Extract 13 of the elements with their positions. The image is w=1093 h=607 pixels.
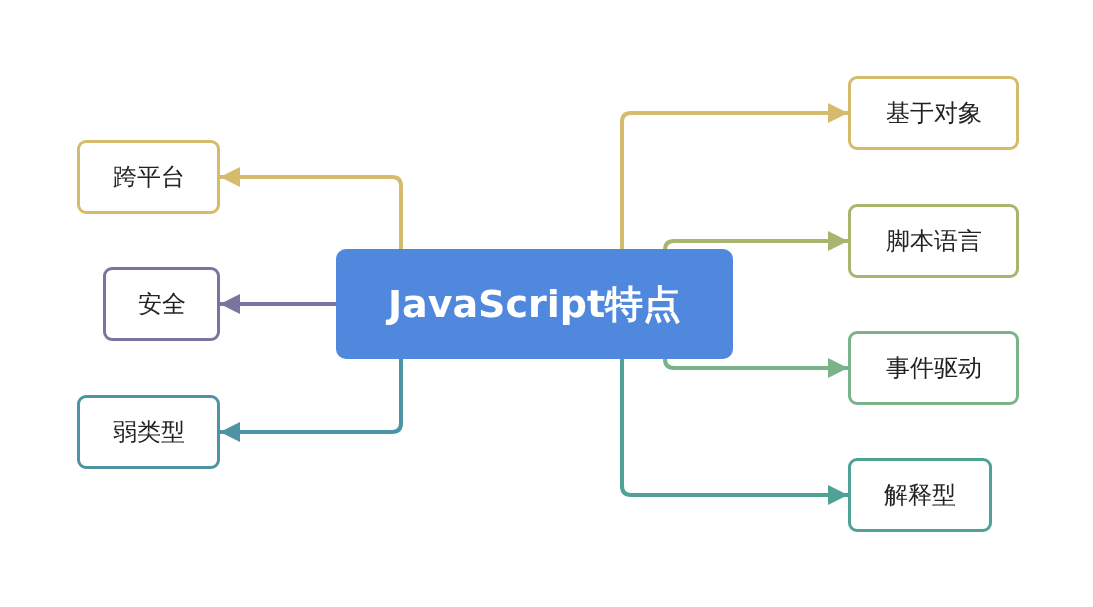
arrow — [220, 359, 403, 442]
topic-box: 跨平台 — [77, 140, 220, 214]
title-box: JavaScript特点 — [336, 249, 733, 359]
arrow — [620, 103, 848, 249]
topic-box: 基于对象 — [848, 76, 1019, 150]
topic-box: 解释型 — [848, 458, 992, 532]
topic-box: 安全 — [103, 267, 220, 341]
topic-box: 脚本语言 — [848, 204, 1019, 278]
topic-box: 事件驱动 — [848, 331, 1019, 405]
arrow — [220, 294, 336, 314]
arrow — [620, 359, 848, 505]
topic-box: 弱类型 — [77, 395, 220, 469]
arrow — [220, 167, 403, 249]
